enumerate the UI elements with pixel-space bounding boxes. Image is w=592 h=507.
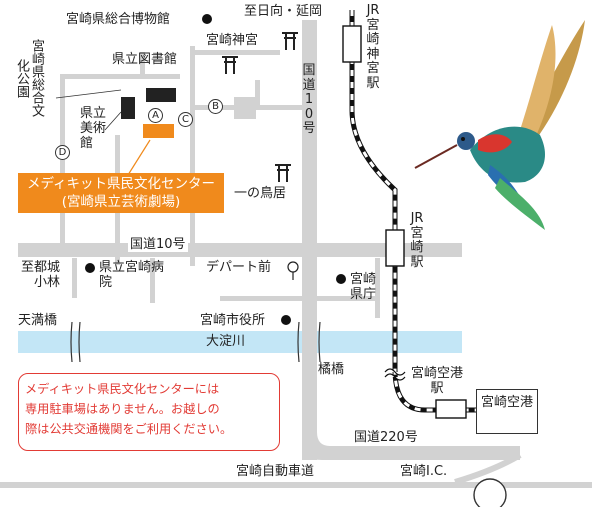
- city-hall-label: 宮崎市役所: [200, 313, 266, 328]
- marker-c: C: [178, 112, 193, 127]
- ic-ramp: [454, 452, 522, 485]
- to-hyuga-nobeoka-label: 至日向・延岡: [244, 4, 323, 19]
- venue-subname: (宮崎県立芸術劇場): [61, 194, 181, 210]
- left-lower-road: [150, 258, 155, 303]
- rail-break-mark: [384, 368, 406, 381]
- upper-cross-road: [60, 74, 180, 79]
- to-tsuno-kobayashi-label: 至都城小林: [20, 260, 60, 290]
- route10-bridge: [297, 321, 321, 363]
- left-vertical-road: [60, 74, 65, 254]
- art-museum-leader: [104, 111, 122, 131]
- museum-label: 宮崎県総合博物館: [66, 12, 171, 27]
- tenmanbashi-label: 天満橋: [18, 313, 58, 328]
- river-oyodo: [18, 331, 462, 353]
- route10-horizontal-label: 国道10号: [128, 237, 188, 252]
- marker-a: A: [148, 108, 163, 123]
- venue-name: メディキット県民文化センター: [26, 176, 216, 192]
- airport-station-label: 宮崎空港駅: [411, 366, 464, 396]
- parking-notice: メディキット県民文化センターには 専用駐車場はありません。お越しの 際は公共交通…: [18, 373, 280, 451]
- department-store-icon: [287, 261, 299, 273]
- expressway-road: [0, 482, 592, 488]
- marker-b: B: [208, 99, 223, 114]
- kencho-road: [375, 258, 380, 318]
- miyazaki-jingu-label: 宮崎神宮: [206, 33, 259, 48]
- ic-circle: [473, 478, 507, 507]
- route10-vertical-road: [302, 20, 317, 460]
- b-road: [195, 105, 305, 110]
- park-leader: [55, 89, 122, 99]
- miyazaki-ic-label: 宮崎I.C.: [400, 464, 448, 479]
- library-road: [140, 52, 145, 76]
- cultural-park-label: 宮崎県総合文化公園: [14, 39, 44, 117]
- marker-d: D: [55, 145, 70, 160]
- prefectural-office-label: 宮崎県庁: [350, 272, 377, 302]
- route220-label: 国道220号: [354, 430, 418, 445]
- hospital-road: [72, 258, 77, 298]
- museum-vertical-road: [190, 46, 195, 266]
- venue-building: [143, 124, 174, 138]
- roads: [0, 20, 592, 488]
- library-building: [146, 88, 176, 102]
- route220-road: [302, 432, 520, 460]
- ichinotorii-label: 一の鳥居: [234, 186, 287, 201]
- airport-station-marker: [435, 399, 467, 419]
- art-museum-building: [121, 97, 135, 119]
- library-label: 県立図書館: [112, 52, 178, 67]
- expressway-label: 宮崎自動車道: [236, 464, 315, 479]
- hummingbird-illustration: [414, 20, 585, 230]
- airport-box: 宮崎空港: [476, 389, 538, 434]
- venue-callout: メディキット県民文化センター (宮崎県立芸術劇場): [18, 173, 224, 213]
- shrine-road: [195, 50, 280, 55]
- art-museum-label: 県立美術館: [80, 106, 107, 151]
- dept-road: [220, 296, 380, 301]
- jr-miyazaki-station-marker: [385, 229, 405, 267]
- jr-miyazaki-jingu-station-marker: [342, 25, 362, 63]
- jr-railway: [349, 10, 476, 413]
- torii-icon: [222, 32, 298, 182]
- tachibanabashi-label: 橘橋: [318, 362, 345, 377]
- tenmanbashi-bridge: [70, 321, 81, 363]
- route10-vertical-label: 国道10号: [302, 63, 316, 136]
- department-store-label: デパート前: [206, 260, 272, 275]
- diagonal-link: [255, 80, 260, 108]
- prefectural-hospital-label: 県立宮崎病院: [99, 260, 165, 290]
- oyodo-river-label: 大淀川: [206, 334, 246, 349]
- jr-miyazaki-station-label: JR宮崎駅: [410, 211, 424, 270]
- poi-dots: [85, 14, 346, 325]
- venue-leader: [127, 139, 151, 176]
- jr-miyazaki-jingu-station-label: JR宮崎神宮駅: [366, 3, 380, 91]
